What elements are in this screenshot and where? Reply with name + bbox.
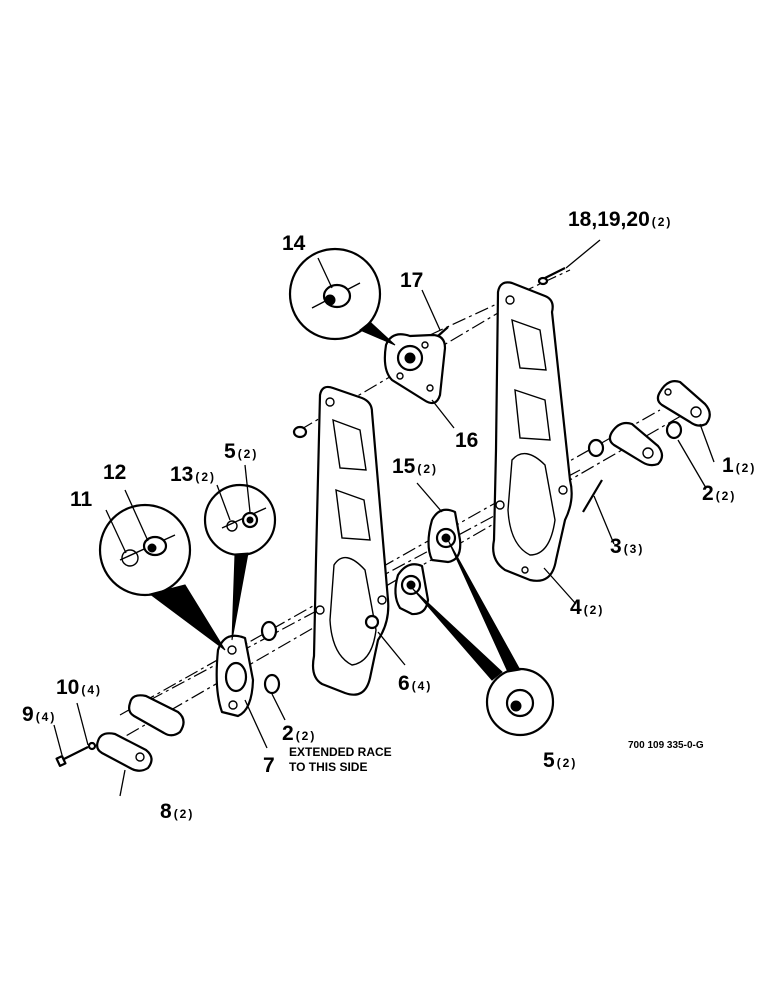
callout-17: 17	[400, 269, 423, 292]
leader-lines	[53, 239, 715, 797]
callout-16: 16	[455, 429, 478, 452]
callout-13: 13(2)	[170, 463, 216, 486]
callout-8: 8(2)	[160, 800, 194, 823]
bolts	[55, 267, 603, 767]
callout-6: 6(4)	[398, 672, 432, 695]
callout-2-right: 2(2)	[702, 482, 736, 505]
callout-5-top: 5(2)	[224, 440, 258, 463]
bearing-assembly-7	[215, 634, 255, 718]
detail-circle-13-5	[203, 483, 277, 641]
callout-15: 15(2)	[392, 455, 438, 478]
callout-10: 10(4)	[56, 676, 102, 699]
detail-circle-5-lower	[411, 539, 555, 737]
callout-9: 9(4)	[22, 703, 56, 726]
callout-18-19-20: 18,19,20(2)	[568, 208, 672, 231]
link-8-upper	[128, 694, 185, 737]
callout-3: 3(3)	[610, 535, 644, 558]
link-8-lower	[96, 732, 153, 772]
link-2	[608, 421, 664, 467]
callout-5-bottom: 5(2)	[543, 749, 577, 772]
callout-12: 12	[103, 461, 126, 484]
note-line-2: TO THIS SIDE	[289, 760, 367, 774]
callout-11: 11	[70, 488, 93, 511]
callout-14: 14	[282, 232, 306, 255]
callout-7: 7	[263, 754, 275, 777]
bearing-bracket	[383, 333, 447, 405]
callout-1: 1(2)	[722, 454, 756, 477]
link-1	[656, 380, 711, 427]
note-line-1: EXTENDED RACE	[289, 745, 392, 759]
detail-circle-11-12	[98, 503, 226, 651]
callout-4: 4(2)	[570, 596, 604, 619]
callout-2-left: 2(2)	[282, 722, 316, 745]
bushings	[260, 420, 683, 695]
side-plate-right	[492, 281, 573, 582]
detail-circle-14	[288, 247, 396, 346]
side-plate-left	[311, 385, 390, 696]
bearing-plate-lower	[394, 563, 430, 616]
drawing-number: 700 109 335-0-G	[628, 740, 704, 751]
